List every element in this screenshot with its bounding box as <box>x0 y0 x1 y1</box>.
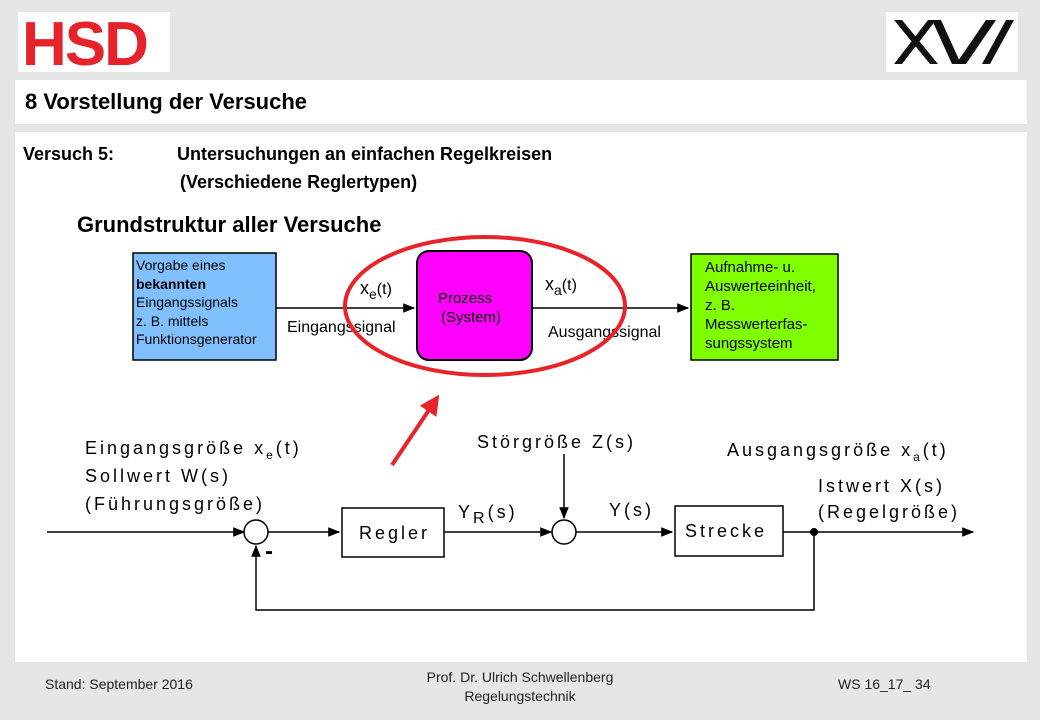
highlight-arrow <box>390 394 440 467</box>
input-signal-box <box>132 252 277 361</box>
footer-course: Regelungstechnik <box>464 688 576 704</box>
process-label: Prozess <box>438 290 492 307</box>
ixv-logo-icon <box>886 12 1018 72</box>
xa-symbol: xa(t) <box>545 274 577 298</box>
regler-label: Regler <box>359 523 430 543</box>
istwert-label: Istwert X(s) <box>818 476 945 496</box>
yr-signal-label: YR(s) <box>458 502 518 527</box>
strecke-block <box>674 505 784 557</box>
input-box-line-1: Vorgabe eines <box>136 257 226 273</box>
content-area: Versuch 5: Untersuchungen an einfachen R… <box>15 132 1027 662</box>
y-signal-label: Y(s) <box>609 500 654 520</box>
section-heading: Grundstruktur aller Versuche <box>77 212 381 237</box>
versuch-title: Untersuchungen an einfachen Regelkreisen <box>177 144 552 164</box>
input-box-line-2: bekannten <box>136 276 206 292</box>
xe-symbol: xe(t) <box>360 278 392 302</box>
output-unit-box <box>690 253 839 361</box>
sollwert-label: Sollwert W(s) <box>85 466 231 486</box>
system-label: (System) <box>441 309 501 326</box>
ausgangssignal-label: Ausgangssignal <box>548 324 661 341</box>
output-box-line-2: Auswerteeinheit, <box>705 278 816 295</box>
input-box-line-3: Eingangssignals <box>136 294 238 310</box>
eingangsgroesse-label: Eingangsgröße xe(t) <box>85 438 302 462</box>
versuch-subtitle: (Verschiedene Reglertypen) <box>180 172 417 192</box>
ausgangsgroesse-label: Ausgangsgröße xa(t) <box>727 440 949 464</box>
footer-author-course: Prof. Dr. Ulrich Schwellenberg Regelungs… <box>360 668 680 706</box>
output-box-line-1: Aufnahme- u. <box>705 259 795 276</box>
output-box-line-5: sungssystem <box>705 335 793 352</box>
regler-block <box>341 507 445 558</box>
output-box-line-4: Messwerterfas- <box>705 316 808 333</box>
highlight-ellipse <box>343 235 627 377</box>
content-diagram: Versuch 5: Untersuchungen an einfachen R… <box>23 144 975 611</box>
output-box-line-3: z. B. <box>705 297 735 314</box>
slide-title: 8 Vorstellung der Versuche <box>25 89 308 114</box>
input-box-line-4: z. B. mittels <box>136 313 208 329</box>
summing-junction-2 <box>551 519 577 545</box>
footer-date: Stand: September 2016 <box>45 676 193 692</box>
versuch-label: Versuch 5: <box>23 144 114 164</box>
minus-sign: - <box>265 538 273 565</box>
footer-page-number: WS 16_17_ 34 <box>838 676 931 692</box>
hsd-logo: HSD <box>18 10 170 79</box>
eingangssignal-label: Eingangssignal <box>287 319 396 336</box>
title-bar: 8 Vorstellung der Versuche <box>15 80 1027 124</box>
footer-author: Prof. Dr. Ulrich Schwellenberg <box>426 669 614 685</box>
stoergroesse-label: Störgröße Z(s) <box>477 432 636 452</box>
hsd-logo-text: HSD <box>22 12 147 72</box>
process-box <box>416 250 533 361</box>
regelgroesse-label: (Regelgröße) <box>818 502 960 522</box>
fuehrungsgroesse-label: (Führungsgröße) <box>85 494 265 514</box>
input-box-line-5: Funktionsgenerator <box>136 331 257 347</box>
strecke-label: Strecke <box>685 521 767 541</box>
feedback-path <box>251 532 815 611</box>
